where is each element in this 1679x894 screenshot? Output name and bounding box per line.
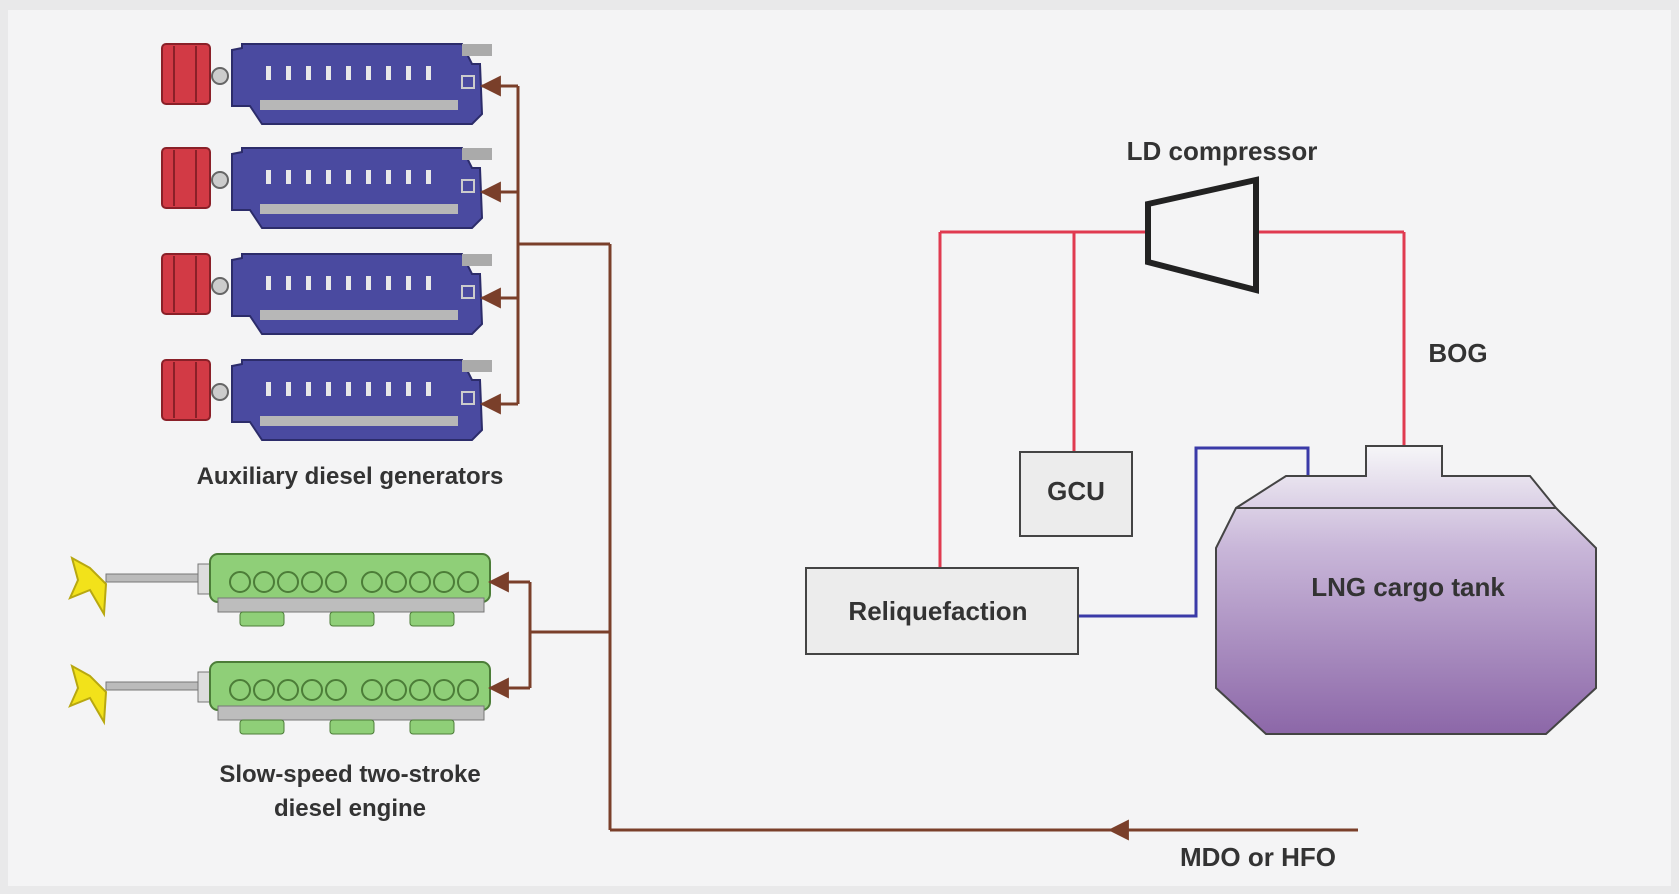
aux-generators-label: Auxiliary diesel generators	[197, 463, 504, 490]
ld-compressor-icon	[1145, 176, 1259, 294]
reliquefaction-label: Reliquefaction	[848, 596, 1027, 626]
fuel-supply-label: MDO or HFO	[1180, 842, 1336, 872]
main-engine-label-line1: Slow-speed two-stroke	[219, 761, 480, 788]
lng-cargo-tank	[1215, 445, 1597, 735]
bog-label: BOG	[1428, 338, 1487, 368]
gcu-box	[1019, 451, 1133, 537]
boil-off-gas-lines	[938, 230, 1406, 568]
fuel-supply-lines	[479, 75, 1358, 841]
gcu-label: GCU	[1047, 476, 1105, 506]
reliquefaction-box	[805, 567, 1079, 655]
lng-tank-label: LNG cargo tank	[1311, 572, 1505, 602]
ld-compressor-label: LD compressor	[1127, 136, 1318, 166]
main-engine-label-line2: diesel engine	[274, 795, 426, 822]
